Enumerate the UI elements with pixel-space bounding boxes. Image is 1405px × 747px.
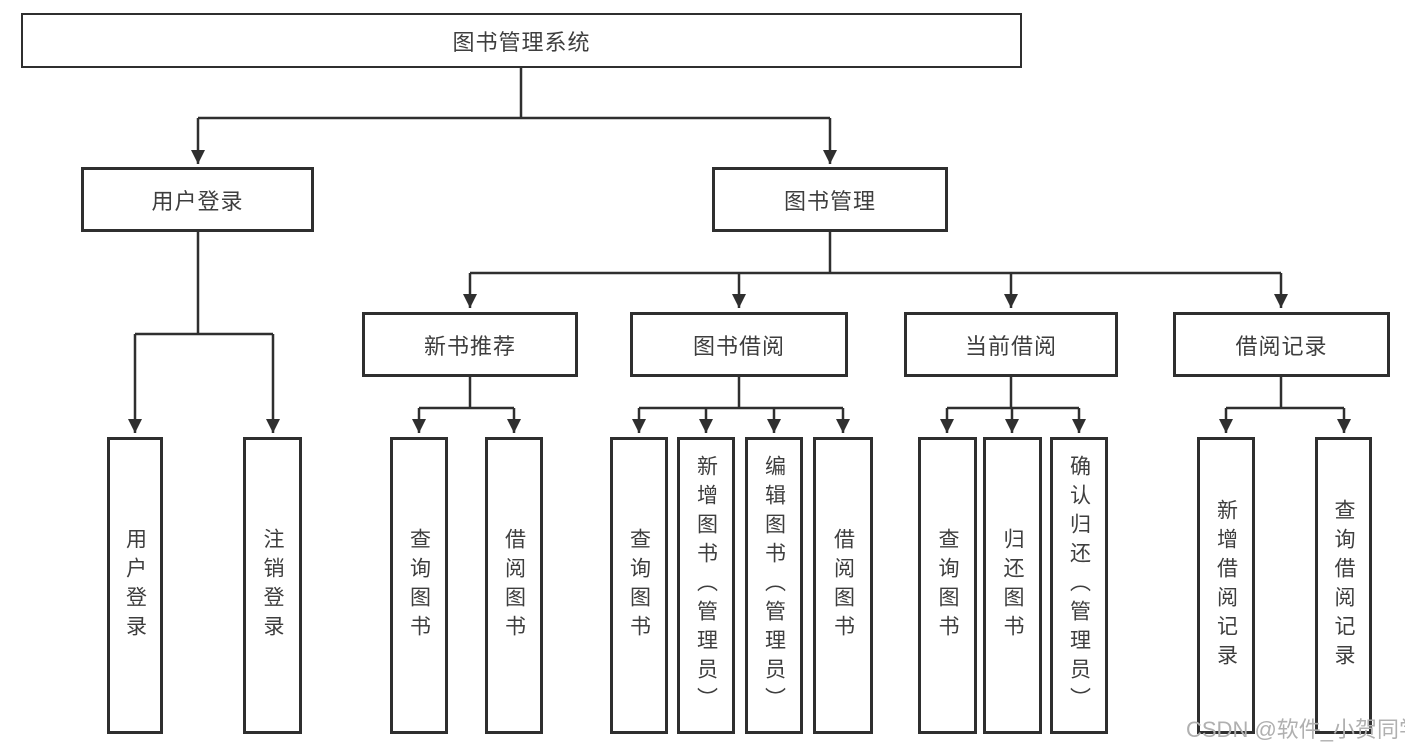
leaf-confirm-return-admin: 确认归还（管理员） (1050, 437, 1108, 734)
leaf-add-borrow-record: 新增借阅记录 (1197, 437, 1255, 734)
node-book-borrow: 图书借阅 (630, 312, 848, 377)
leaf-add-books-admin: 新增图书（管理员） (677, 437, 735, 734)
node-label: 当前借阅 (964, 333, 1057, 359)
node-label: 注销登录 (261, 527, 284, 644)
node-label: 查询图书 (407, 527, 431, 644)
node-label: 借阅记录 (1235, 333, 1328, 359)
node-label: 借阅图书 (502, 527, 526, 644)
node-label: 用户登录 (123, 527, 147, 644)
node-label: 查询借阅记录 (1332, 498, 1355, 673)
leaf-borrow-books: 借阅图书 (813, 437, 873, 734)
node-user-login-branch: 用户登录 (81, 167, 314, 232)
node-label: 新增借阅记录 (1214, 498, 1238, 673)
node-label: 查询图书 (627, 527, 651, 644)
leaf-borrow-books-recommend: 借阅图书 (485, 437, 543, 734)
leaf-query-books-borrow: 查询图书 (610, 437, 668, 734)
node-label: 图书管理系统 (452, 29, 591, 55)
leaf-query-books-current: 查询图书 (918, 437, 977, 734)
node-new-book-recommend: 新书推荐 (362, 312, 578, 377)
node-label: 图书管理 (783, 188, 876, 214)
leaf-logout: 注销登录 (243, 437, 302, 734)
node-label: 编辑图书（管理员） (762, 455, 786, 716)
node-label: 借阅图书 (831, 527, 855, 644)
leaf-query-borrow-record: 查询借阅记录 (1315, 437, 1372, 734)
node-borrow-records: 借阅记录 (1173, 312, 1390, 377)
leaf-user-login: 用户登录 (107, 437, 163, 734)
leaf-query-books-recommend: 查询图书 (390, 437, 448, 734)
node-label: 查询图书 (936, 527, 959, 644)
node-label: 用户登录 (151, 188, 244, 214)
leaf-return-books: 归还图书 (983, 437, 1042, 734)
node-book-management-branch: 图书管理 (712, 167, 948, 232)
leaf-edit-books-admin: 编辑图书（管理员） (745, 437, 803, 734)
node-label: 新增图书（管理员） (694, 455, 718, 716)
node-label: 确认归还（管理员） (1067, 455, 1091, 716)
node-label: 归还图书 (1001, 527, 1024, 644)
node-current-borrow: 当前借阅 (904, 312, 1118, 377)
node-label: 图书借阅 (692, 333, 785, 359)
node-library-management-system: 图书管理系统 (21, 13, 1022, 68)
watermark: CSDN @软件_小贺同学 (1186, 717, 1405, 742)
node-label: 新书推荐 (423, 333, 516, 359)
